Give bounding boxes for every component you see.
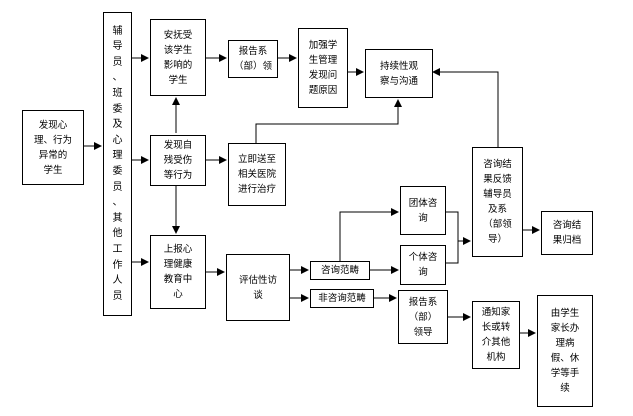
node-observe: 持续性观 察与沟通 — [365, 49, 433, 98]
node-parents-label: 由学生 家长办 理病 假、休 学等手 续 — [550, 308, 580, 394]
node-report-dept-2: 报告系 （部） 领导 — [398, 290, 448, 344]
node-notify: 通知家 长或转 介其他 机构 — [472, 301, 520, 369]
node-scope: 咨询范畴 — [310, 261, 370, 280]
arrow-hospital-to-observe — [255, 99, 402, 143]
node-group-label: 团体咨 询 — [408, 197, 438, 224]
node-strengthen-label: 加强学 生管理 发现问 题原因 — [308, 40, 338, 96]
arrow-individual-to-feedback — [446, 241, 459, 264]
arrow-group-to-feedback — [446, 211, 471, 245]
node-hospital: 立即送至 相关医院 进行治疗 — [228, 143, 286, 206]
node-archive: 咨询结 果归档 — [541, 211, 593, 255]
node-hospital-label: 立即送至 相关医院 进行治疗 — [237, 154, 276, 195]
node-discover: 发现心 理、行为 异常的 学生 — [22, 110, 84, 185]
node-center-label: 上报心 理健康 教育中 心 — [163, 244, 193, 300]
node-non-scope: 非咨询范畴 — [310, 289, 374, 308]
node-report-dept-1: 报告系 （部）领 — [228, 40, 278, 78]
node-counselors-label: 辅 导 员 、 班 委 及 心 理 委 员 、 其 他 工 作 人 员 — [112, 25, 123, 302]
node-feedback: 咨询结 果反馈 辅导员 及系 （部领 导） — [472, 147, 523, 257]
node-individual-label: 个体咨 询 — [408, 252, 438, 278]
node-parents: 由学生 家长办 理病 假、休 学等手 续 — [537, 295, 593, 407]
node-comfort-label: 安抚受 该学生 影响的 学生 — [163, 29, 193, 86]
arrow-scope-to-group — [339, 208, 399, 261]
node-report-dept-1-label: 报告系 （部）领 — [233, 46, 272, 72]
node-discover-label: 发现心 理、行为 异常的 学生 — [33, 119, 72, 176]
node-non-scope-label: 非咨询范畴 — [318, 293, 366, 304]
node-feedback-label: 咨询结 果反馈 辅导员 及系 （部领 导） — [483, 159, 512, 245]
node-self-harm-label: 发现自 残受伤 等行为 — [163, 140, 193, 181]
node-scope-label: 咨询范畴 — [320, 265, 359, 276]
node-individual: 个体咨 询 — [400, 245, 446, 285]
node-center: 上报心 理健康 教育中 心 — [150, 235, 206, 309]
node-observe-label: 持续性观 察与沟通 — [379, 60, 418, 87]
node-group: 团体咨 询 — [400, 186, 446, 235]
node-report-dept-2-label: 报告系 （部） 领导 — [408, 296, 438, 338]
node-counselors: 辅 导 员 、 班 委 及 心 理 委 员 、 其 他 工 作 人 员 — [103, 12, 132, 316]
node-archive-label: 咨询结 果归档 — [552, 220, 582, 246]
node-self-harm: 发现自 残受伤 等行为 — [150, 135, 206, 186]
node-assess: 评估性访 谈 — [226, 254, 290, 321]
arrow-feedback-to-observe — [432, 68, 499, 147]
node-strengthen: 加强学 生管理 发现问 题原因 — [298, 28, 348, 108]
node-comfort: 安抚受 该学生 影响的 学生 — [150, 19, 206, 96]
node-notify-label: 通知家 长或转 介其他 机构 — [481, 307, 511, 363]
node-assess-label: 评估性访 谈 — [238, 274, 277, 301]
